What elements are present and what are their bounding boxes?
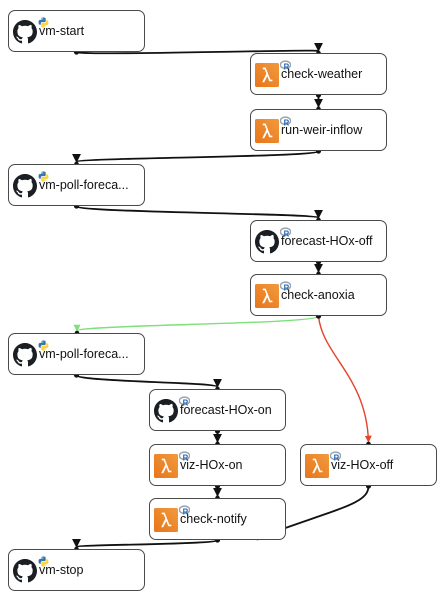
- svg-text:R: R: [183, 399, 189, 407]
- node-vm-poll-forecast-2[interactable]: vm-poll-foreca...: [8, 333, 145, 375]
- r-badge-icon: R: [279, 114, 292, 128]
- svg-text:R: R: [284, 119, 290, 127]
- r-badge-icon: R: [279, 225, 292, 239]
- python-badge-icon: [38, 554, 49, 567]
- python-badge-icon: [38, 338, 49, 351]
- aws-lambda-icon: [255, 63, 279, 87]
- r-badge-icon: R: [329, 449, 342, 463]
- aws-lambda-icon: [154, 454, 178, 478]
- aws-lambda-icon: [255, 119, 279, 143]
- edge-vm-start-to-check-weather: [75, 42, 322, 55]
- aws-lambda-icon: [255, 284, 279, 308]
- r-badge-icon: R: [178, 449, 191, 463]
- node-label: vm-start: [39, 24, 85, 38]
- node-label: viz-HOx-on: [180, 458, 243, 472]
- edge-check-anoxia-to-vm-poll-forecast-2: [73, 315, 320, 332]
- r-badge-icon: R: [279, 279, 292, 293]
- node-vm-start[interactable]: vm-start: [8, 10, 145, 52]
- github-icon: [13, 20, 37, 44]
- svg-text:R: R: [284, 284, 290, 292]
- r-badge-icon: R: [279, 58, 292, 72]
- github-icon: [13, 559, 37, 583]
- svg-text:R: R: [183, 508, 189, 516]
- node-vm-poll-forecast-1[interactable]: vm-poll-foreca...: [8, 164, 145, 206]
- node-label: viz-HOx-off: [331, 458, 394, 472]
- svg-text:R: R: [284, 63, 290, 71]
- edge-check-anoxia-to-viz-HOx-off: [317, 315, 372, 443]
- edge-vm-poll-forecast-1-to-forecast-HOx-off: [75, 205, 323, 219]
- edge-run-weir-inflow-to-vm-poll-forecast-1: [72, 150, 320, 163]
- node-label: check-notify: [180, 512, 247, 526]
- svg-text:R: R: [183, 454, 189, 462]
- aws-lambda-icon: [154, 508, 178, 532]
- github-icon: [255, 230, 279, 254]
- node-label: check-anoxia: [281, 288, 355, 302]
- node-label: run-weir-inflow: [281, 123, 363, 137]
- node-label: vm-poll-foreca...: [39, 178, 129, 192]
- r-badge-icon: R: [178, 503, 191, 517]
- github-icon: [13, 174, 37, 198]
- node-label: forecast-HOx-on: [180, 403, 272, 417]
- svg-text:R: R: [334, 454, 340, 462]
- github-icon: [154, 399, 178, 423]
- python-badge-icon: [38, 169, 49, 182]
- node-vm-stop[interactable]: vm-stop: [8, 549, 145, 591]
- aws-lambda-icon: [305, 454, 329, 478]
- edge-check-notify-to-vm-stop: [72, 538, 219, 548]
- node-label: vm-poll-foreca...: [39, 347, 129, 361]
- edge-vm-poll-forecast-2-to-forecast-HOx-on: [75, 374, 222, 388]
- python-badge-icon: [38, 15, 49, 28]
- svg-text:R: R: [284, 230, 290, 238]
- node-label: vm-stop: [39, 563, 84, 577]
- r-badge-icon: R: [178, 394, 191, 408]
- node-label: check-weather: [281, 67, 363, 81]
- node-label: forecast-HOx-off: [281, 234, 373, 248]
- github-icon: [13, 343, 37, 367]
